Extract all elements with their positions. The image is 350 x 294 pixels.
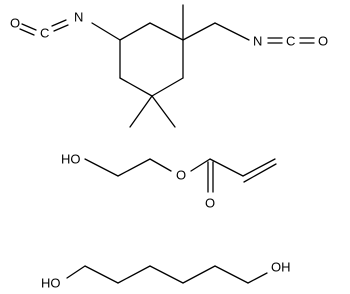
bond-c6-oh: [247, 272, 268, 284]
bond-cn-1a: [53, 24, 69, 32]
bond-c4-c5: [182, 265, 216, 284]
molecule-hydroxyethyl-acrylate: HO O O: [61, 152, 277, 211]
bond-c2-c3: [117, 265, 151, 284]
atom-n1: N: [74, 10, 83, 25]
atom-o-ester: O: [176, 168, 186, 183]
bond-c1-c2: [84, 265, 119, 284]
bond-methyl-right: [151, 95, 176, 128]
atom-c2: C: [286, 34, 295, 49]
bond-vinyl-b: [243, 163, 277, 183]
atom-oh: OH: [271, 260, 291, 275]
bond-oc-1a: [21, 23, 37, 31]
bond-c3-c4: [149, 265, 184, 284]
atom-n2: N: [253, 34, 262, 49]
molecule-hexanediol: HO OH: [41, 260, 291, 291]
atom-o-carbonyl: O: [205, 196, 215, 211]
atom-o1: O: [10, 16, 20, 31]
bond-ch2-b: [214, 22, 250, 41]
bond-c-vinyl: [209, 158, 244, 177]
bond-ch2-a: [182, 22, 216, 41]
atom-c1: C: [40, 26, 49, 41]
atom-o2: O: [318, 34, 328, 49]
bond-ho-c1: [66, 265, 86, 279]
bond-vinyl-a: [242, 158, 276, 177]
bond-ho-c: [84, 158, 119, 177]
bond-methyl-left: [129, 95, 153, 128]
bond-c-oester: [149, 158, 172, 172]
bond-cn-1b: [51, 19, 67, 27]
bond-n-ring: [91, 22, 121, 41]
bond-cc-1: [117, 158, 151, 177]
atom-ho: HO: [41, 276, 61, 291]
atom-ho: HO: [61, 152, 81, 167]
bond-ring-1: [119, 22, 151, 41]
bond-ring-4: [151, 77, 184, 97]
bond-c5-c6: [214, 265, 249, 284]
bond-ring-2: [149, 22, 184, 41]
bond-ring-5: [119, 77, 153, 97]
bond-oc-1b: [19, 28, 35, 36]
bond-oester-c: [190, 158, 211, 172]
molecule-isophorone-diisocyanate: O C N N C O: [10, 4, 328, 128]
